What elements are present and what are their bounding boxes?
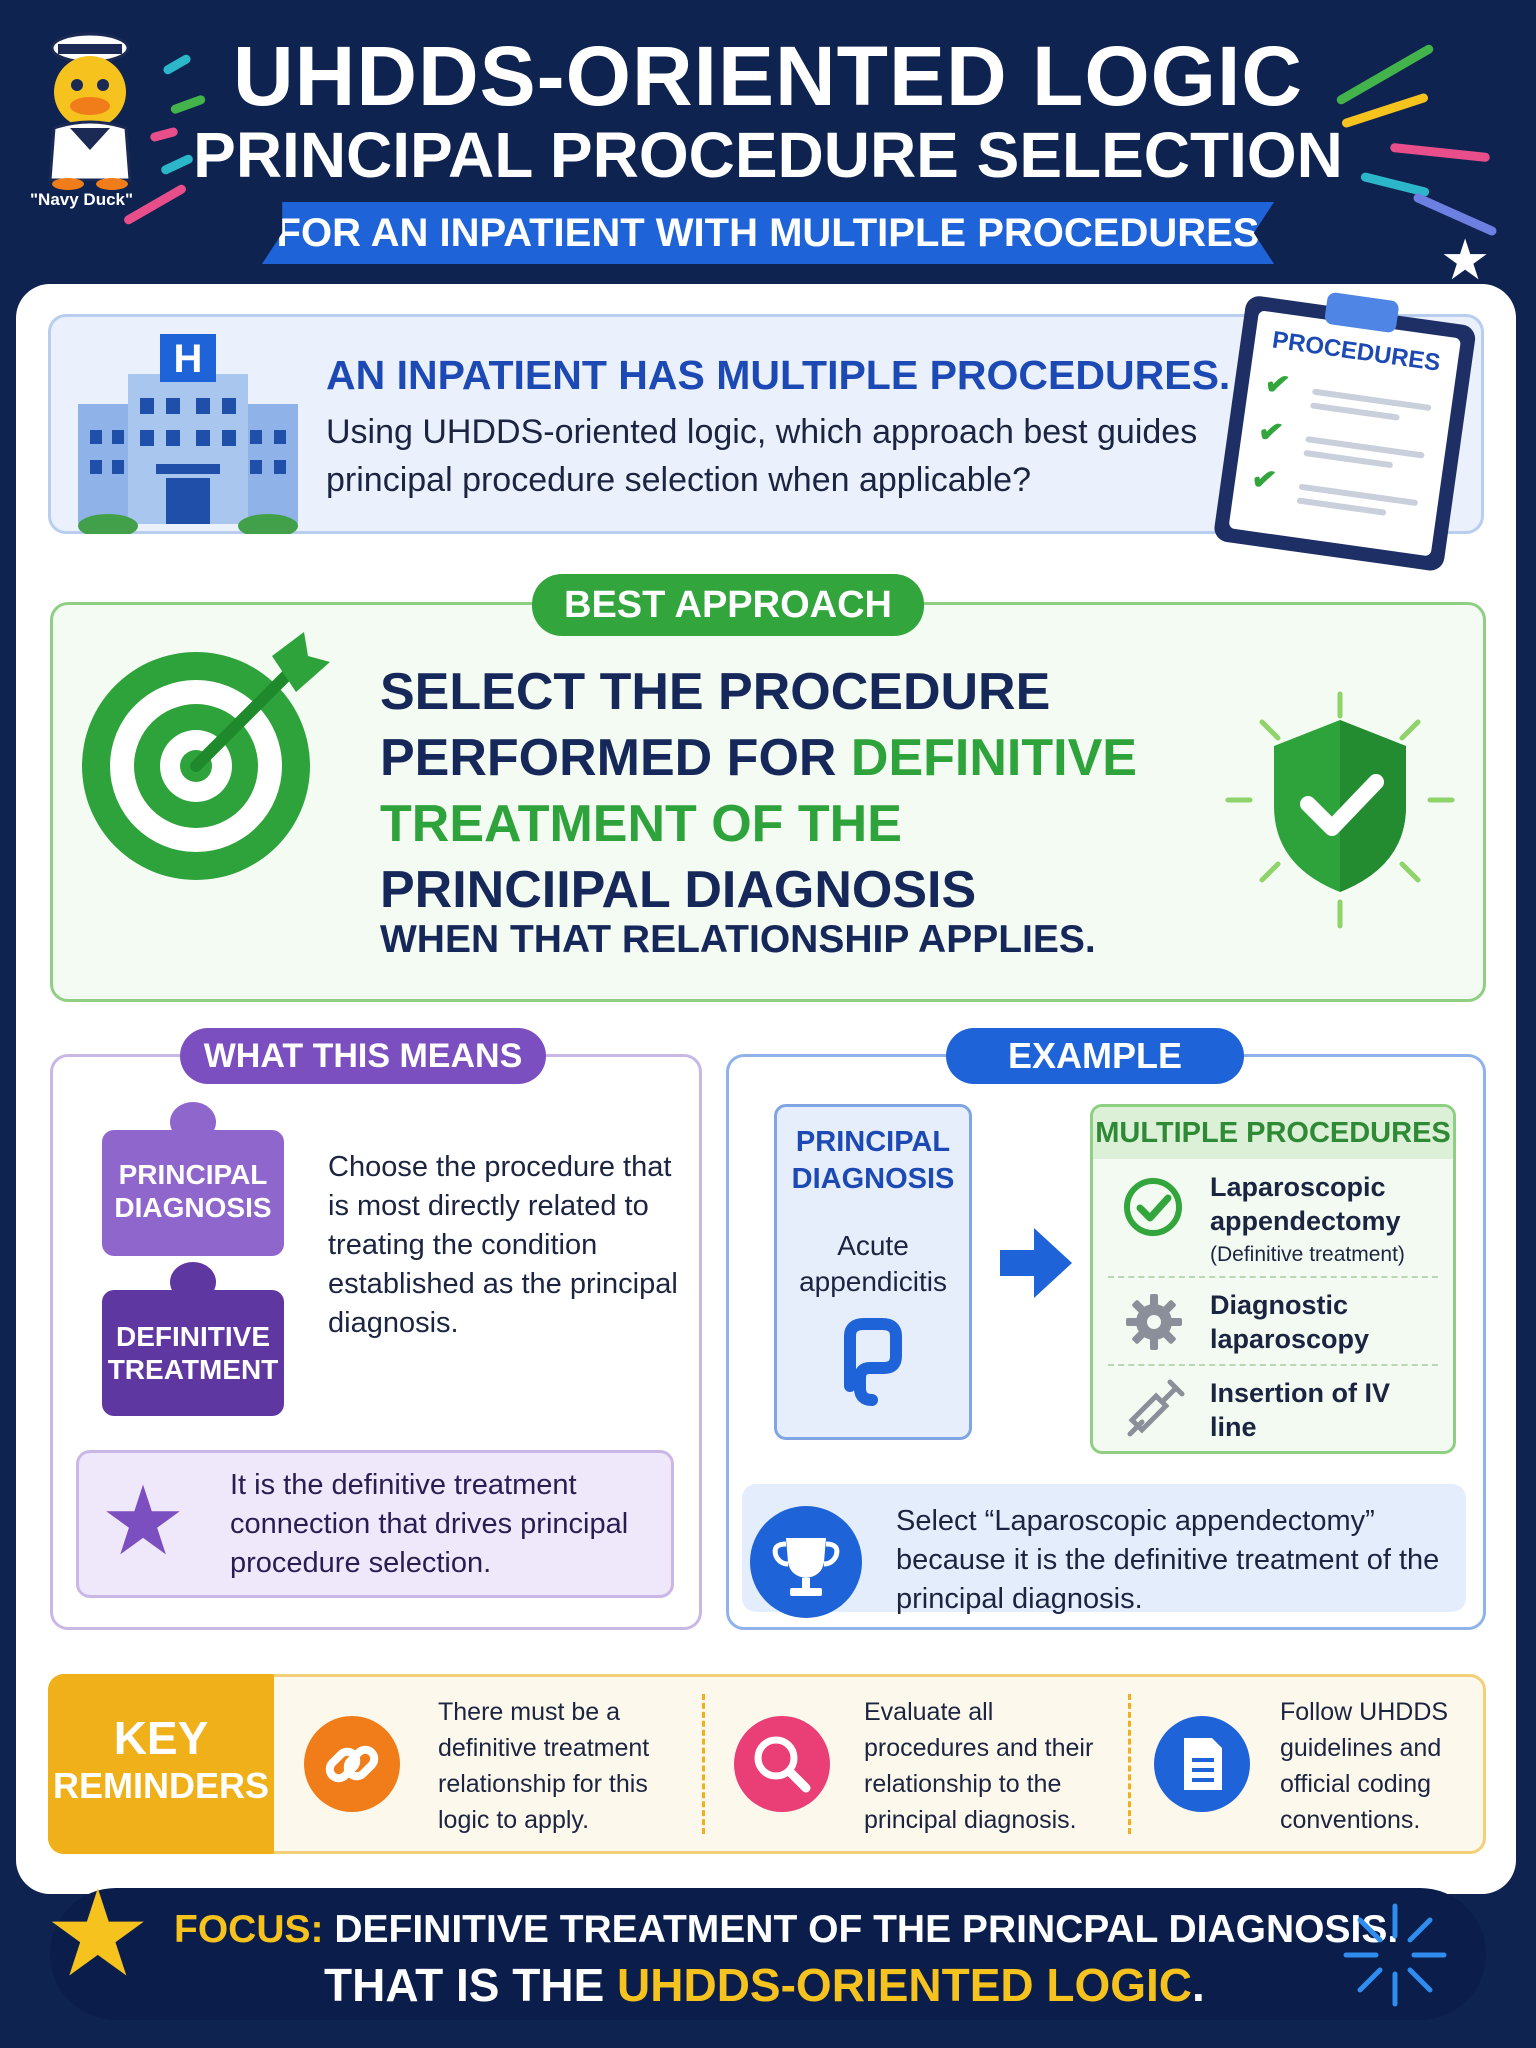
intestine-icon <box>844 1318 902 1406</box>
procedure-name: Insertion of IV line <box>1210 1378 1391 1442</box>
divider <box>1108 1276 1438 1278</box>
hospital-icon: H <box>78 334 298 534</box>
what-this-means-note <box>76 1450 674 1598</box>
link-icon <box>304 1716 400 1812</box>
focus-line2-c: . <box>1192 1959 1205 2011</box>
trophy-icon <box>750 1506 862 1618</box>
key-reminder-text: There must be a definitive treatment rel… <box>438 1698 650 1834</box>
divider <box>1128 1694 1131 1834</box>
shield-check-icon <box>1225 691 1455 929</box>
focus-line2-a: THAT IS THE <box>324 1959 618 2011</box>
title-line2: PRINCIPAL PROCEDURE SELECTION <box>193 119 1343 191</box>
checkmark-icon: ✔ <box>1249 461 1279 499</box>
example-note <box>742 1484 1466 1612</box>
best-line4: PRINCIIPAL DIAGNOSIS <box>380 861 977 919</box>
principal-diagnosis-box <box>774 1104 972 1440</box>
magnifier-icon <box>734 1716 830 1812</box>
star-icon: ★ <box>1440 228 1491 291</box>
best-line2-b: DEFINITIVE <box>850 729 1137 787</box>
question-title: AN INPATIENT HAS MULTIPLE PROCEDURES. <box>326 352 1231 398</box>
question-text: Using UHDDS-oriented logic, which approa… <box>326 413 1198 499</box>
check-circle-icon <box>1124 1178 1182 1236</box>
focus-text: DEFINITIVE TREATMENT OF THE PRINCPAL DIA… <box>323 1908 1399 1951</box>
what-this-means-note-text: It is the definitive treatment connectio… <box>230 1469 629 1579</box>
best-line3: TREATMENT OF THE <box>380 795 902 853</box>
puzzle-definitive-treatment: DEFINITIVE TREATMENT <box>102 1290 284 1416</box>
focus-label: FOCUS: <box>174 1908 324 1951</box>
what-this-means-pill: WHAT THIS MEANS <box>180 1028 546 1084</box>
multiple-procedures-title: MULTIPLE PROCEDURES <box>1093 1107 1453 1159</box>
subtitle-ribbon: FOR AN INPATIENT WITH MULTIPLE PROCEDURE… <box>262 202 1274 264</box>
header: "Navy Duck" UHDDS-ORIENTED LOGIC PRINCIP… <box>0 0 1536 290</box>
best-line2-a: PERFORMED FOR <box>380 729 851 787</box>
title-line1: UHDDS-ORIENTED LOGIC <box>233 29 1303 123</box>
focus-line2-b: UHDDS-ORIENTED LOGIC <box>617 1959 1193 2011</box>
hospital-letter: H <box>174 337 203 381</box>
what-this-means-text: Choose the procedure that is most direct… <box>328 1151 678 1339</box>
procedure-name: Laparoscopic appendectomy <box>1210 1172 1401 1236</box>
best-line1: SELECT THE PROCEDURE <box>380 663 1051 721</box>
arrow-right-icon <box>1000 1228 1072 1298</box>
confetti-right <box>1320 30 1520 250</box>
checkmark-icon: ✔ <box>1256 414 1286 451</box>
divider <box>1108 1364 1438 1366</box>
procedure-sub: (Definitive treatment) <box>1210 1243 1405 1266</box>
burst-icon <box>1343 1903 1447 2007</box>
syringe-icon <box>1127 1379 1185 1437</box>
focus-line1: FOCUS: DEFINITIVE TREATMENT OF THE PRINC… <box>174 1908 1398 1952</box>
key-reminders-tab <box>48 1674 274 1854</box>
document-icon <box>1154 1716 1250 1812</box>
key-reminders-label: KEY REMINDERS <box>48 1714 274 1810</box>
puzzle-principal-diagnosis: PRINCIPAL DIAGNOSIS <box>102 1130 284 1256</box>
key-reminder-text: Evaluate all procedures and their relati… <box>864 1698 1094 1834</box>
example-pill: EXAMPLE <box>946 1028 1244 1084</box>
mascot-label: "Navy Duck" <box>30 190 134 209</box>
procedure-name: Diagnostic laparoscopy <box>1210 1290 1370 1354</box>
best-approach-pill: BEST APPROACH <box>532 574 924 636</box>
procedures-clipboard: PROCEDURES ✔ ✔ ✔ <box>1212 275 1487 576</box>
target-icon <box>82 632 330 880</box>
best-line2: PERFORMED FOR DEFINITIVE <box>380 728 1137 788</box>
focus-line2: THAT IS THE UHDDS-ORIENTED LOGIC. <box>324 1958 1205 2012</box>
multiple-procedures-box <box>1090 1104 1456 1454</box>
divider <box>702 1694 705 1834</box>
focus-banner <box>50 1888 1486 2020</box>
example-note-text: Select “Laparoscopic appendectomy” becau… <box>896 1505 1440 1615</box>
star-icon: ★ <box>44 1867 152 2001</box>
gear-icon <box>1126 1294 1182 1350</box>
key-reminder-text: Follow UHDDS guidelines and official cod… <box>1280 1698 1449 1834</box>
key-label-line1: KEY <box>113 1712 209 1764</box>
principal-diagnosis-title: PRINCIPAL DIAGNOSIS <box>791 1126 955 1195</box>
best-line5: WHEN THAT RELATIONSHIP APPLIES. <box>380 918 1096 961</box>
star-icon: ★ <box>100 1468 187 1575</box>
navy-duck-mascot-icon <box>48 32 132 190</box>
principal-diagnosis-value: Acute appendicitis <box>799 1230 947 1297</box>
key-label-line2: REMINDERS <box>52 1765 270 1806</box>
procedure-item: Laparoscopic appendectomy (Definitive tr… <box>1210 1170 1440 1272</box>
checkmark-icon: ✔ <box>1262 366 1293 404</box>
